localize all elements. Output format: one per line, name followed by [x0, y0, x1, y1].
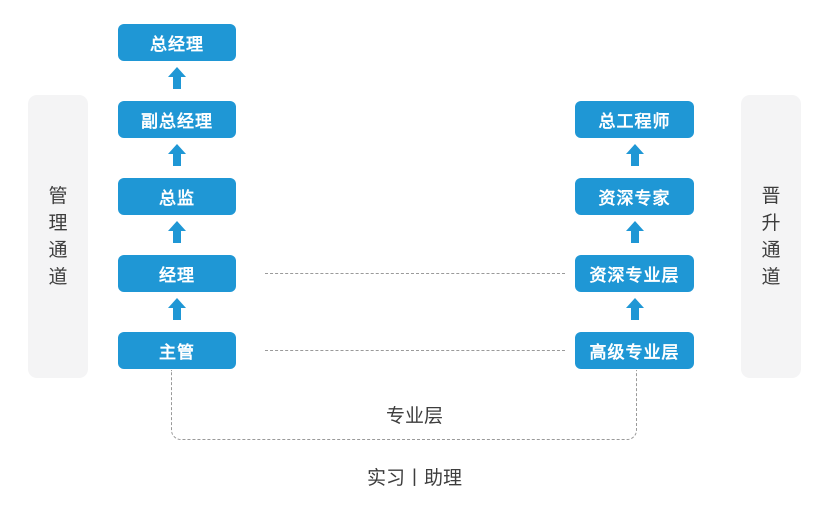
caption-entry-layer: 实习丨助理	[366, 468, 462, 489]
arrow-up-icon	[166, 66, 188, 90]
arrow-up-icon	[624, 220, 646, 244]
arrow-up-icon	[166, 297, 188, 321]
management-track-panel-label: 管 理 通 道	[28, 183, 88, 291]
node-director[interactable]: 总监	[118, 178, 236, 215]
node-advanced-professional-level[interactable]: 高级专业层	[575, 332, 694, 369]
panel-left-char-2: 通	[48, 239, 68, 261]
management-track-panel: 管 理 通 道	[28, 95, 88, 378]
panel-right-char-2: 通	[761, 239, 781, 261]
professional-layer-bracket	[171, 370, 637, 440]
arrow-up-icon	[166, 220, 188, 244]
arrow-up-icon	[166, 143, 188, 167]
node-manager[interactable]: 经理	[118, 255, 236, 292]
arrow-up-icon	[624, 297, 646, 321]
promotion-track-panel: 晋 升 通 道	[741, 95, 801, 378]
cross-link-manager-to-senior-professional	[265, 273, 565, 274]
node-senior-expert[interactable]: 资深专家	[575, 178, 694, 215]
panel-left-char-1: 理	[48, 212, 68, 234]
caption-professional-layer: 专业层	[385, 406, 443, 427]
panel-right-char-3: 道	[761, 266, 781, 288]
promotion-track-panel-label: 晋 升 通 道	[741, 183, 801, 291]
panel-left-char-0: 管	[48, 185, 68, 207]
panel-left-char-3: 道	[48, 266, 68, 288]
panel-right-char-1: 升	[761, 212, 781, 234]
node-supervisor[interactable]: 主管	[118, 332, 236, 369]
panel-right-char-0: 晋	[761, 185, 781, 207]
node-deputy-general-manager[interactable]: 副总经理	[118, 101, 236, 138]
arrow-up-icon	[624, 143, 646, 167]
node-general-manager[interactable]: 总经理	[118, 24, 236, 61]
cross-link-supervisor-to-advanced-professional	[265, 350, 565, 351]
node-chief-engineer[interactable]: 总工程师	[575, 101, 694, 138]
node-senior-professional-level[interactable]: 资深专业层	[575, 255, 694, 292]
